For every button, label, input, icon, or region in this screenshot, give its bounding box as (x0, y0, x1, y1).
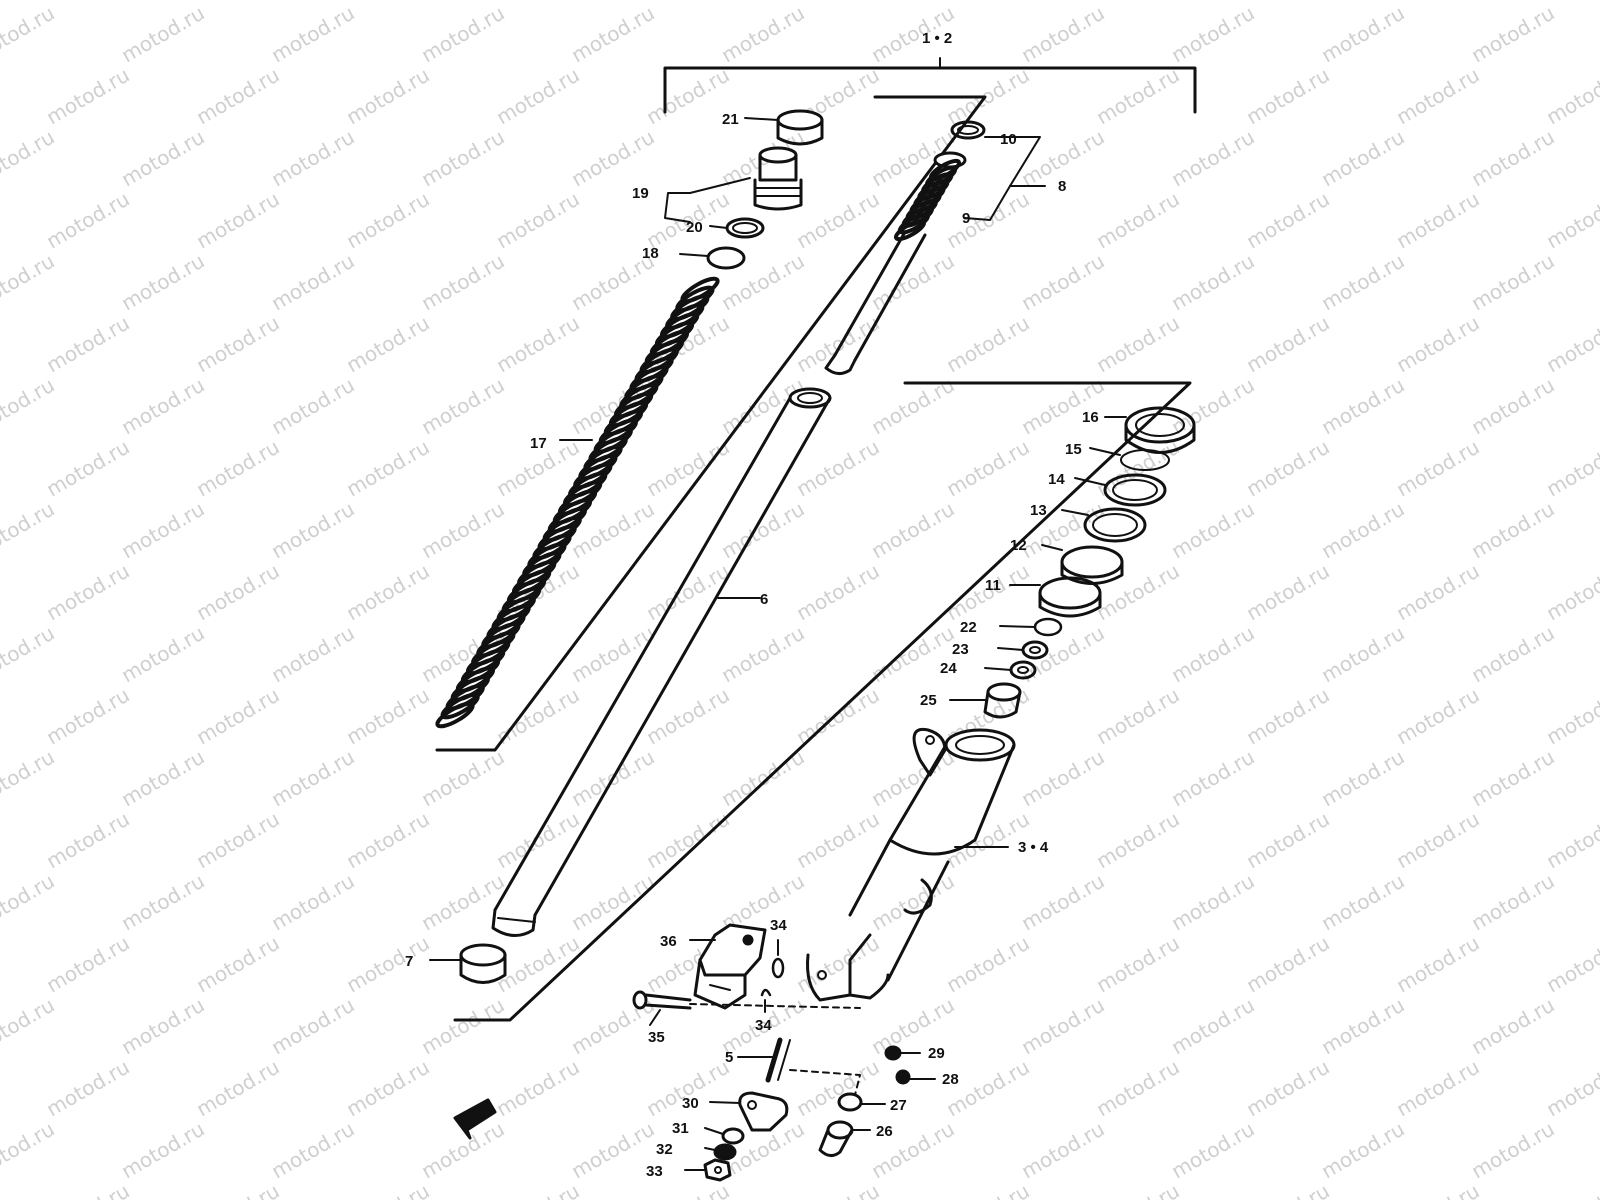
label-24: 24 (940, 660, 957, 677)
label-6: 6 (760, 591, 768, 608)
rod-spring-coil (893, 218, 927, 242)
washer-31 (721, 1127, 745, 1145)
screw-28 (895, 1069, 911, 1085)
fork-spring-17 (435, 276, 720, 729)
label-15: 15 (1065, 441, 1082, 458)
washer-32 (713, 1143, 737, 1161)
group-line-rod (453, 381, 1192, 1022)
dust-seal-16 (1124, 406, 1196, 454)
washer-29 (884, 1045, 902, 1061)
label-25: 25 (920, 692, 937, 709)
label-17: 17 (530, 435, 547, 452)
stud-5 (765, 1037, 791, 1083)
label-34-upper: 34 (770, 917, 787, 934)
washer-24 (1009, 660, 1037, 680)
inner-tube-6 (491, 387, 832, 937)
label-33: 33 (646, 1163, 663, 1180)
piston-ring-10 (950, 120, 986, 140)
label-29: 29 (928, 1045, 945, 1062)
label-35: 35 (648, 1029, 665, 1046)
washer-23 (1021, 640, 1049, 660)
group-line-cap (435, 95, 987, 752)
label-20: 20 (686, 219, 703, 236)
label-34-lower: 34 (755, 1017, 772, 1034)
label-19: 19 (632, 185, 649, 202)
label-9: 9 (962, 210, 970, 227)
label-31: 31 (672, 1120, 689, 1137)
ring-22 (1033, 617, 1063, 637)
bushing-7 (459, 943, 507, 984)
oil-lock-piece-25 (983, 682, 1022, 719)
label-21: 21 (722, 111, 739, 128)
label-13: 13 (1030, 502, 1047, 519)
damper-rod-9 (824, 151, 967, 375)
snap-ring-15 (1120, 449, 1170, 471)
slide-bushing-11 (1038, 576, 1102, 618)
bolt-26 (818, 1120, 854, 1157)
label-5: 5 (725, 1049, 733, 1066)
o-ring-34-lower (760, 988, 772, 997)
axle-holder-36 (693, 923, 767, 1010)
bolt-35 (632, 990, 692, 1010)
label-36: 36 (660, 933, 677, 950)
label-11: 11 (985, 577, 1001, 594)
label-32: 32 (656, 1141, 673, 1158)
label-16: 16 (1082, 409, 1099, 426)
spring-coil (435, 701, 475, 729)
label-12: 12 (1010, 537, 1027, 554)
front-direction-arrow-icon (453, 1098, 497, 1140)
nut-33 (703, 1158, 732, 1182)
label-18: 18 (642, 245, 659, 262)
label-14: 14 (1048, 471, 1065, 488)
assembly-bracket-1-2 (663, 57, 1197, 114)
label-8: 8 (1058, 178, 1066, 195)
label-28: 28 (942, 1071, 959, 1088)
washer-27 (837, 1092, 863, 1112)
o-ring-34-upper (771, 957, 785, 979)
outer-tube-3-4 (806, 727, 1016, 1002)
label-1-2: 1 • 2 (922, 30, 952, 47)
oil-seal-14 (1103, 473, 1167, 507)
label-7: 7 (405, 953, 413, 970)
label-3-4: 3 • 4 (1018, 839, 1049, 856)
axle-cap-30 (738, 1091, 789, 1132)
label-10: 10 (1000, 131, 1017, 148)
label-23: 23 (952, 641, 969, 658)
spacer-18 (706, 246, 746, 270)
cap-bolt-19 (753, 146, 803, 211)
label-22: 22 (960, 619, 977, 636)
label-30: 30 (682, 1095, 699, 1112)
cap-21 (776, 109, 824, 146)
label-27: 27 (890, 1097, 907, 1114)
washer-13 (1083, 507, 1147, 543)
label-26: 26 (876, 1123, 893, 1140)
